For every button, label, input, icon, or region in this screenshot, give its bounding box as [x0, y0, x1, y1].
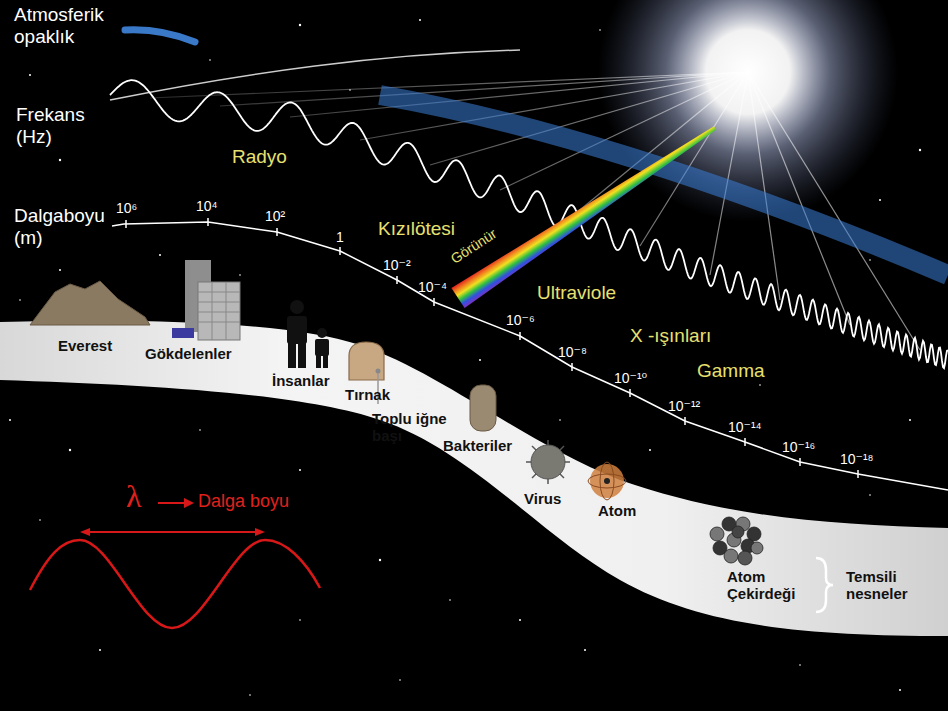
object-label: Atom Çekirdeği — [727, 568, 809, 603]
opacity-band — [125, 30, 195, 42]
object-band — [0, 321, 948, 636]
wave-label: Dalga boyu — [198, 491, 289, 512]
nucleus-icon — [710, 517, 763, 565]
tick-label: 1 — [336, 229, 344, 245]
tick-label: 10⁻⁸ — [558, 344, 587, 360]
object-label: İnsanlar — [272, 372, 330, 389]
band-name: X -ışınları — [630, 325, 711, 347]
em-wave — [110, 80, 948, 368]
visible-beam — [451, 126, 716, 308]
lambda-arrow — [158, 498, 194, 508]
tick-label: 10² — [265, 208, 285, 224]
axis-title: Atmosferik opaklık — [14, 4, 126, 48]
tick-label: 10⁶ — [116, 200, 137, 216]
tick-label: 10⁻⁴ — [418, 279, 447, 295]
band-name: Görünür — [448, 225, 500, 266]
object-label: Bakteriler — [443, 437, 512, 454]
virus-icon — [526, 440, 570, 484]
band-name: Radyo — [232, 146, 287, 168]
tick-label: 10⁻¹⁸ — [840, 451, 874, 467]
tick-label: 10⁻⁶ — [506, 312, 535, 328]
wavelength-arrow — [80, 528, 265, 536]
band-name: Kızılötesi — [378, 218, 455, 240]
human-icon — [287, 300, 329, 368]
band-name: Gamma — [697, 360, 765, 382]
object-label: Gökdelenler — [145, 345, 232, 362]
band-name: Ultraviole — [537, 282, 616, 304]
tick-label: 10⁻¹⁴ — [728, 419, 762, 435]
tick-label: 10⁻² — [383, 257, 411, 273]
skyscraper-icon — [172, 260, 240, 340]
tick-label: 10⁻¹⁰ — [614, 370, 647, 386]
wave-symbol: λ — [126, 478, 142, 515]
object-label: Atom — [598, 502, 636, 519]
object-label: Temsili nesneler — [846, 568, 938, 603]
tick-label: 10⁻¹⁶ — [782, 439, 815, 455]
bacteria-icon — [470, 385, 496, 431]
frequency-axis — [110, 50, 520, 100]
axis-title: Dalgaboyu (m) — [14, 205, 126, 249]
atom-icon — [588, 462, 626, 500]
object-label: Tırnak — [345, 386, 390, 403]
mountain-icon — [30, 281, 150, 325]
axis-title: Frekans (Hz) — [16, 104, 120, 148]
opacity-band — [380, 95, 948, 275]
brace — [816, 558, 833, 612]
object-label: Virus — [524, 490, 561, 507]
sample-wave — [30, 540, 320, 628]
object-label: Everest — [58, 337, 112, 354]
tick-label: 10⁻¹² — [668, 398, 700, 414]
tick-label: 10⁴ — [196, 198, 218, 214]
